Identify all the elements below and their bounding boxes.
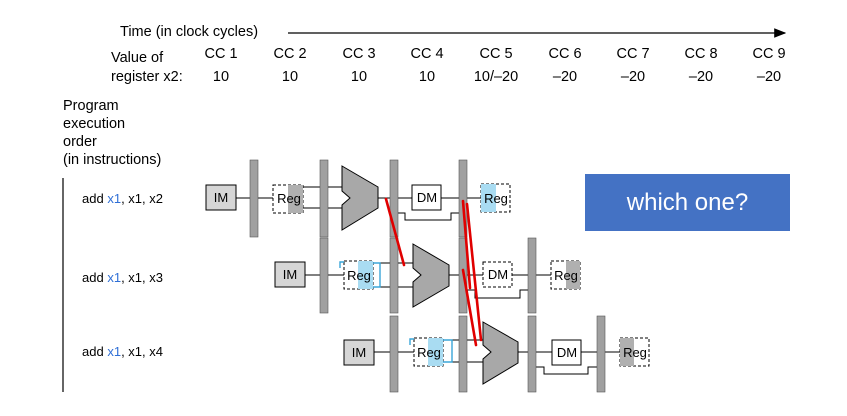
reg-label: Reg <box>554 268 578 283</box>
cc-label: CC 5 <box>479 46 513 62</box>
pipeline-row-3: IM Reg DM Reg <box>343 315 650 393</box>
cc-label: CC 9 <box>752 46 786 62</box>
pipeline-register-ex-mem <box>389 159 399 238</box>
reg-read-unit: Reg <box>343 260 374 290</box>
cc-label: CC 1 <box>204 46 238 62</box>
reg-label: Reg <box>277 191 301 206</box>
im-label: IM <box>352 345 366 360</box>
cc-label: CC 3 <box>342 46 376 62</box>
reg-unit: Reg <box>272 184 304 214</box>
order-label-line: Program <box>63 98 119 114</box>
pipeline-register-id-ex <box>458 315 468 393</box>
reg-writeback-unit: Reg <box>480 183 511 213</box>
cc-value: –20 <box>756 69 782 85</box>
cc-value: –20 <box>620 69 646 85</box>
cc-label: CC 6 <box>548 46 582 62</box>
reg-writeback-unit: Reg <box>550 260 581 290</box>
order-label-line: (in instructions) <box>63 152 162 168</box>
cc-label: CC 2 <box>273 46 307 62</box>
highlight-wire <box>443 339 453 363</box>
im-unit: IM <box>205 184 237 211</box>
time-axis-label: Time (in clock cycles) <box>120 24 259 40</box>
cc-value: 10/–20 <box>473 69 519 85</box>
cc-value: 10 <box>350 69 368 85</box>
dest-register: x1 <box>107 344 122 359</box>
dm-unit: DM <box>411 184 442 211</box>
dm-unit: DM <box>482 261 513 288</box>
cc-value: 10 <box>281 69 299 85</box>
cc-label: CC 7 <box>616 46 650 62</box>
pipeline-register-ex-mem <box>527 315 537 393</box>
dm-label: DM <box>488 267 508 282</box>
pipeline-register-id-ex <box>389 237 399 314</box>
reg-read-unit: Reg <box>413 337 444 367</box>
cc-value: –20 <box>688 69 714 85</box>
dm-unit: DM <box>551 339 582 366</box>
highlight-wire <box>373 262 381 288</box>
pipeline-register-if-id <box>249 159 259 238</box>
alu-unit <box>341 165 379 231</box>
alu-unit <box>482 321 519 385</box>
operands: , x1, x4 <box>121 344 163 359</box>
reg-label: Reg <box>623 345 647 360</box>
operands: , x1, x2 <box>121 191 163 206</box>
cc-label: CC 4 <box>410 46 444 62</box>
pipeline-register-mem-wb <box>596 315 606 393</box>
order-label-line: order <box>63 134 97 150</box>
instruction-1: add x1, x1, x2 <box>82 191 163 206</box>
im-unit: IM <box>274 261 306 288</box>
forward-line-mem-to-row3 <box>461 268 478 347</box>
highlight-wire <box>339 261 344 268</box>
pipeline-register-id-ex <box>319 159 329 238</box>
order-label-line: execution <box>63 116 126 132</box>
opcode: add <box>82 344 104 359</box>
cc-label: CC 8 <box>684 46 718 62</box>
alu-unit <box>412 243 450 308</box>
pipeline-row-2: IM Reg DM Reg <box>274 237 581 314</box>
reg-label: Reg <box>417 345 441 360</box>
dm-label: DM <box>417 190 437 205</box>
im-label: IM <box>214 190 228 205</box>
opcode: add <box>82 270 104 285</box>
dest-register: x1 <box>107 191 122 206</box>
forwarding-paths <box>384 197 483 347</box>
instruction-3: add x1, x1, x4 <box>82 344 163 359</box>
operands: , x1, x3 <box>121 270 163 285</box>
highlight-wires <box>339 261 453 363</box>
cc-value: 10 <box>418 69 436 85</box>
pipeline-register-mem-wb <box>527 237 537 314</box>
dm-label: DM <box>557 345 577 360</box>
register-value-label-line1: Value of <box>111 50 164 66</box>
which-one-callout: which one? <box>585 174 790 231</box>
pipeline-register-mem-wb <box>458 159 468 238</box>
reg-writeback-unit: Reg <box>619 337 650 367</box>
highlight-wire <box>409 338 414 345</box>
reg-label: Reg <box>347 268 371 283</box>
reg-label: Reg <box>484 191 508 206</box>
pipeline-register-if-id <box>389 315 399 393</box>
im-label: IM <box>283 267 297 282</box>
im-unit: IM <box>343 339 375 366</box>
pipeline-row-1: IM Reg DM Reg <box>205 159 511 238</box>
register-value-label-line2: register x2: <box>111 69 183 85</box>
opcode: add <box>82 191 104 206</box>
dest-register: x1 <box>107 270 122 285</box>
forward-line-ex-to-row3 <box>465 202 483 342</box>
forward-line-mem-to-row2 <box>461 199 472 290</box>
cc-value: –20 <box>552 69 578 85</box>
cc-value: 10 <box>212 69 230 85</box>
forward-line-ex-to-row2 <box>384 197 406 267</box>
instruction-2: add x1, x1, x3 <box>82 270 163 285</box>
pipeline-register-if-id <box>319 237 329 314</box>
